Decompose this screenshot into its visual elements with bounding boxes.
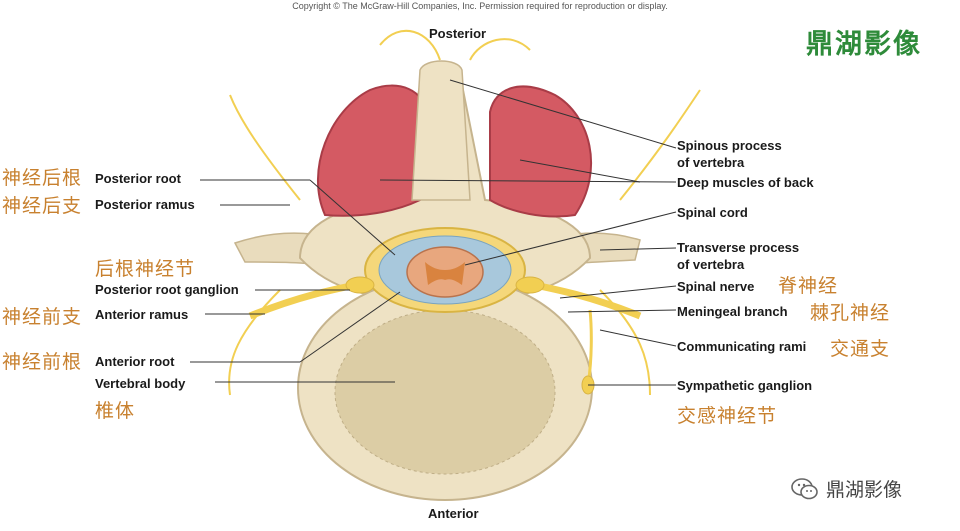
label-vertebral-body: Vertebral body [95,376,186,391]
label-meningeal-branch: Meningeal branch [677,304,788,319]
wechat-icon [791,477,818,499]
zh-label-meningeal-branch: 棘孔神经 [810,302,891,324]
label-deep-muscles: Deep muscles of back [677,175,814,190]
zh-label-sympathetic-ganglion: 交感神经节 [677,405,778,427]
label-communicating-rami: Communicating rami [677,339,807,354]
label-posterior-ramus: Posterior ramus [95,197,195,212]
watermark: 鼎湖影像 [790,475,902,502]
right-root-ganglion-shape [515,276,545,294]
zh-label-anterior-root: 神经前根 [2,351,83,373]
zh-label-anterior-ramus: 神经前支 [2,306,83,328]
spinous-process [411,60,471,201]
sympathetic-trunk [586,309,593,386]
zh-label-communicating-rami: 交通支 [830,338,891,360]
zh-label-posterior-root: 神经后根 [2,167,83,189]
left-deep-muscle [316,84,427,217]
copyright-notice: Copyright © The McGraw-Hill Companies, I… [292,1,668,11]
label-anterior-root: Anterior root [95,354,175,369]
label-spinal-cord: Spinal cord [677,205,748,220]
right-deep-muscle [489,85,593,218]
gray-matter [425,262,465,285]
label-spinous-process: Spinous process of vertebra [677,138,782,170]
zh-label-posterior-root-ganglion: 后根神经节 [95,258,196,280]
leader-lines [190,79,677,386]
label-transverse-process: Transverse process of vertebra [677,240,800,272]
label-anterior-ramus: Anterior ramus [95,307,189,322]
zh-label-spinal-nerve: 脊神经 [778,275,839,297]
label-posterior-root: Posterior root [95,171,181,186]
anterior-label: Anterior [428,506,479,521]
zh-label-posterior-ramus: 神经后支 [2,195,83,217]
zh-label-vertebral-body: 椎体 [95,400,136,422]
label-posterior-root-ganglion: Posterior root ganglion [95,282,239,297]
posterior-root-ganglion-shape [345,276,375,294]
label-sympathetic-ganglion: Sympathetic ganglion [677,378,813,393]
label-spinal-nerve: Spinal nerve [677,279,755,294]
watermark-text: 鼎湖影像 [826,479,903,501]
brand-logo-text: 鼎湖影像 [806,29,922,60]
cancellous-bone [334,309,556,475]
posterior-label: Posterior [429,26,487,41]
